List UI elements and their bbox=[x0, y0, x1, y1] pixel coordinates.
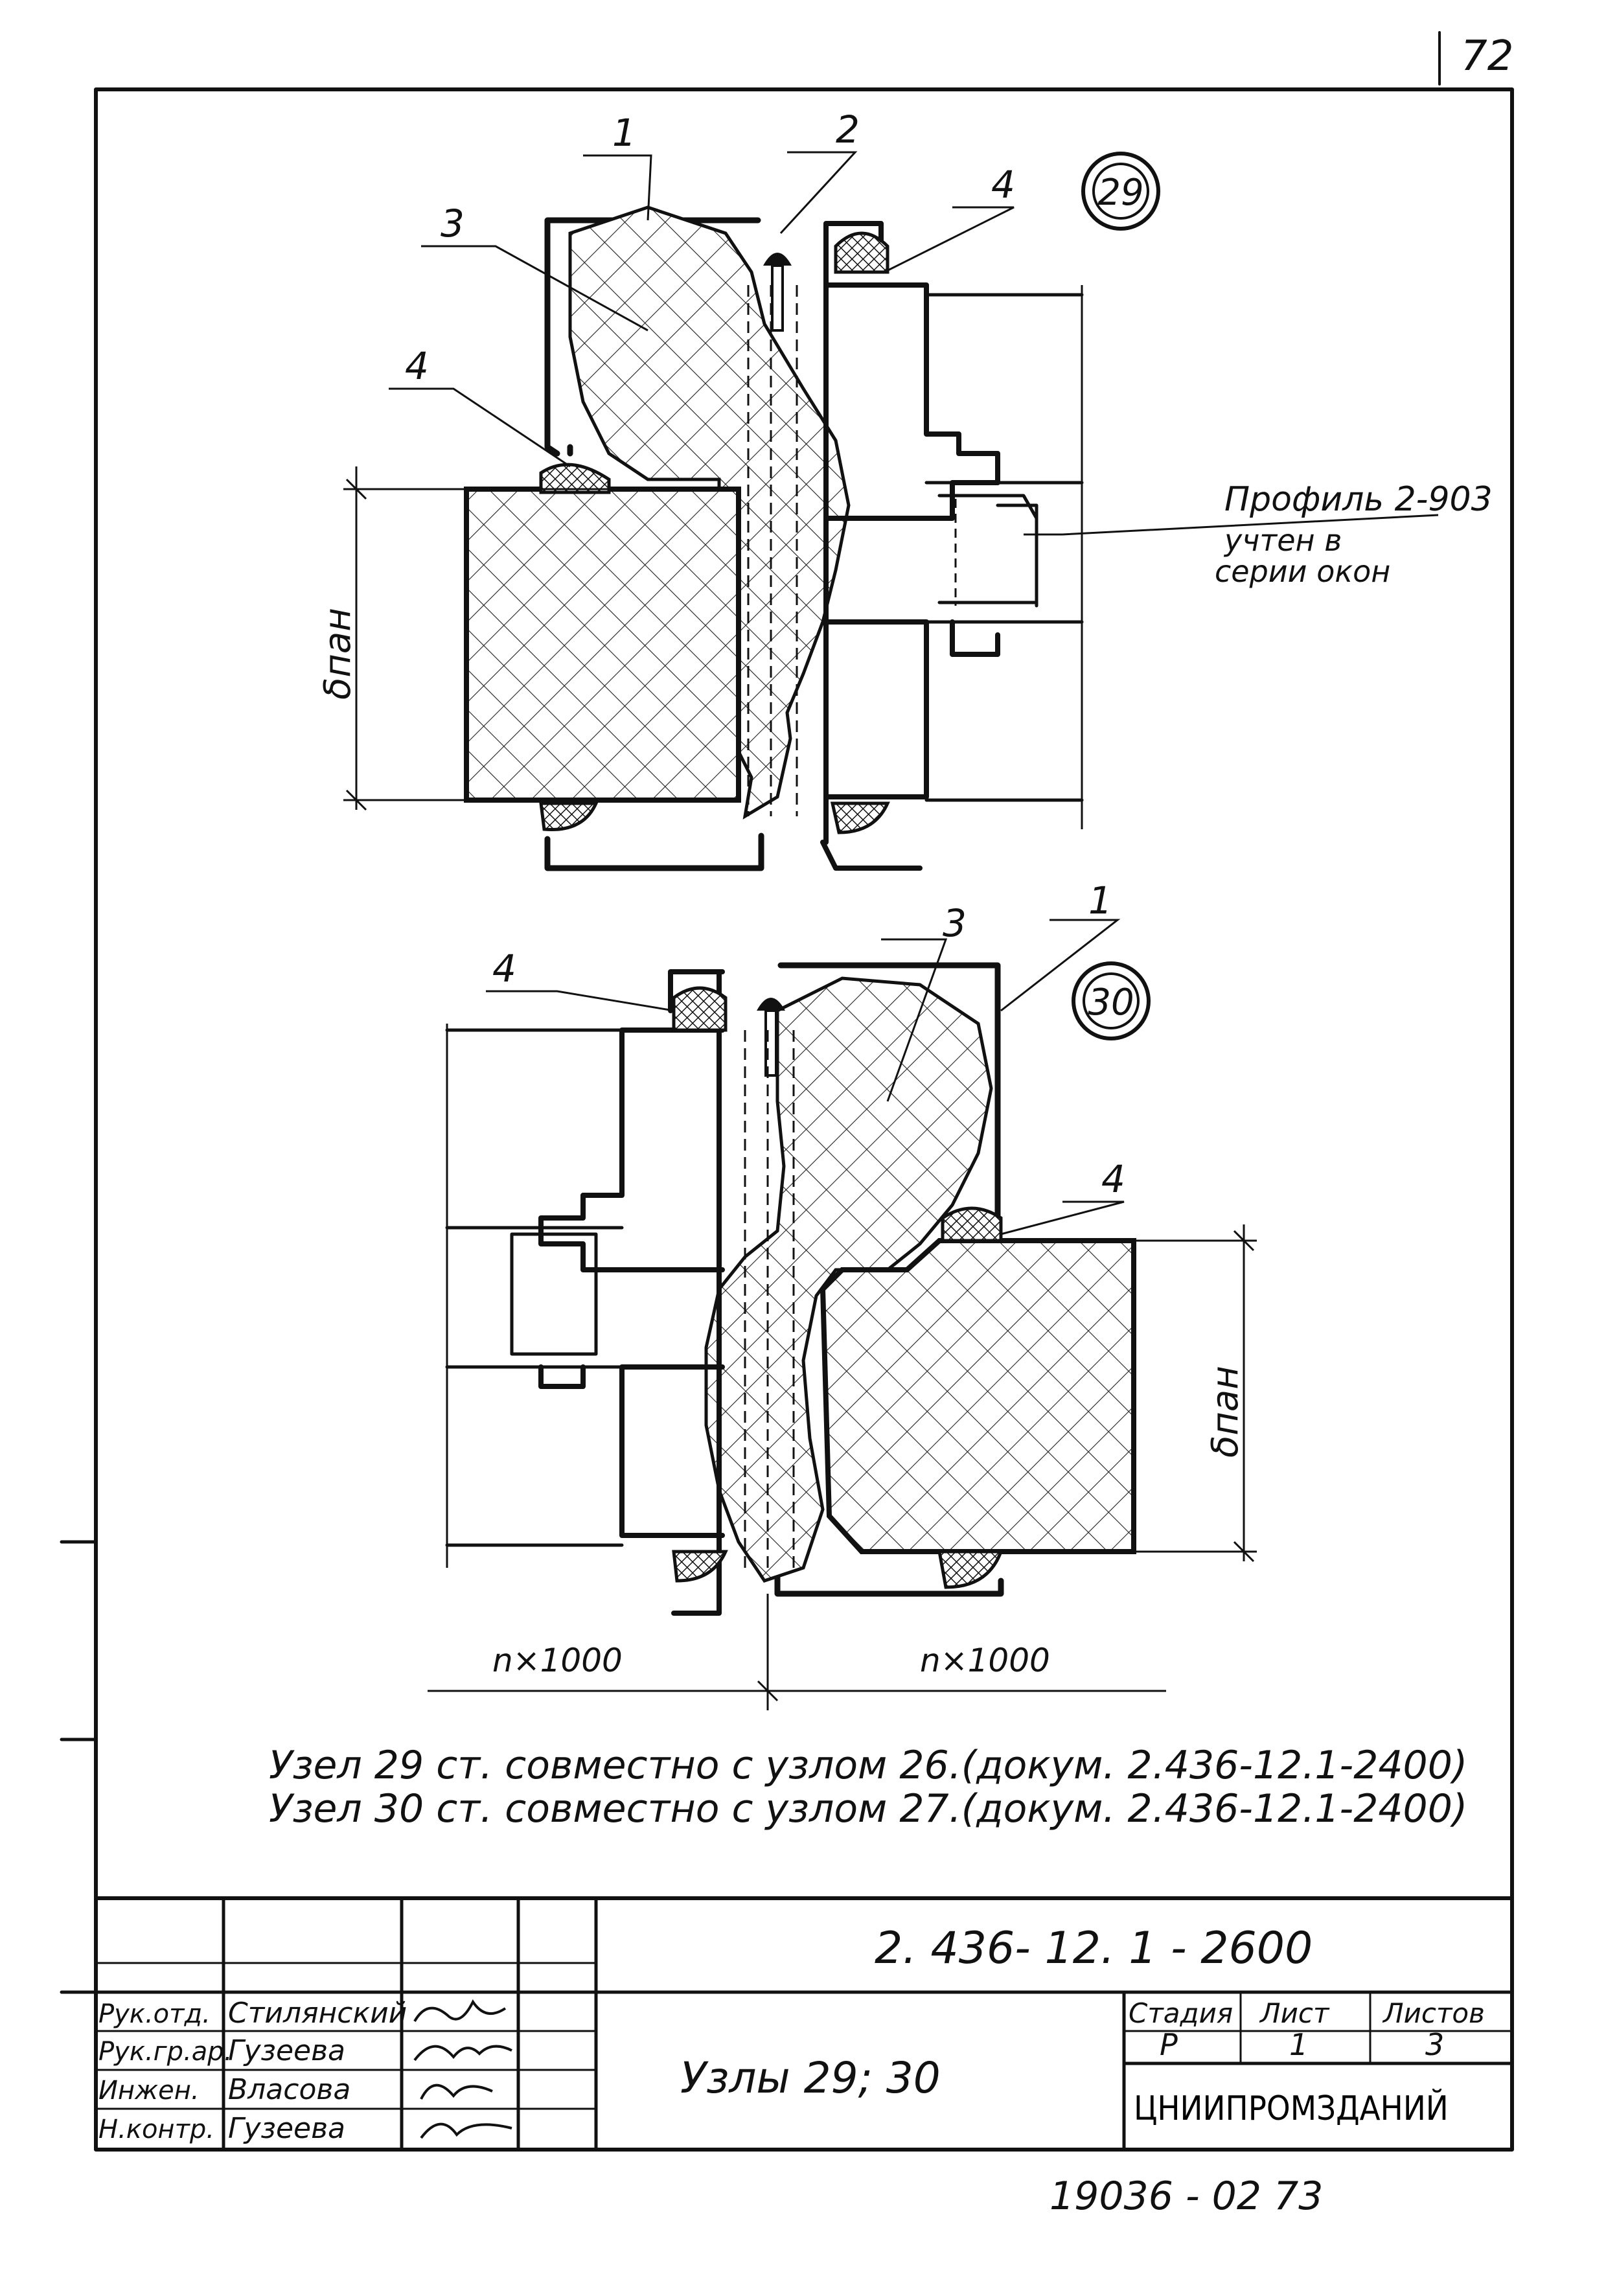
node-29-glazing bbox=[924, 293, 1084, 802]
node-30-detail: δпан n×1000 n×1000 30 3 1 4 4 bbox=[428, 878, 1257, 1710]
node-29-seam bbox=[747, 285, 798, 816]
profile-note-line-1: Профиль 2-903 bbox=[1224, 480, 1493, 519]
drawing-title: Узлы 29; 30 bbox=[680, 2053, 941, 2103]
role-1: Рук.отд. bbox=[98, 1999, 211, 2029]
node-29-seals bbox=[539, 231, 890, 834]
stage-value: Р bbox=[1160, 2027, 1178, 2062]
sheet-frame bbox=[94, 87, 1514, 2152]
svg-text:29: 29 bbox=[1097, 172, 1143, 214]
node-29-callout-3: 3 bbox=[441, 201, 465, 246]
stage-header: Стадия bbox=[1129, 1997, 1233, 2029]
node-29-detail: δпан 29 1 2 3 4 4 Профиль 2-903 учтен в … bbox=[317, 108, 1493, 871]
node-29-window-frame bbox=[820, 221, 1000, 871]
signatures bbox=[413, 1999, 512, 2139]
node-29-dimension-label: δпан bbox=[317, 608, 359, 700]
node-29-callout-4a: 4 bbox=[991, 163, 1015, 207]
page-corner: 72 bbox=[1438, 31, 1513, 86]
sheet-value: 1 bbox=[1289, 2027, 1308, 2062]
node-30-callout-3: 3 bbox=[943, 901, 967, 945]
title-block bbox=[96, 1896, 1512, 2150]
organization-name: ЦНИИПРОМЗДАНИЙ bbox=[1134, 2089, 1449, 2128]
node-30-callout-1: 1 bbox=[1088, 878, 1112, 923]
name-3: Власова bbox=[228, 2073, 350, 2106]
role-4: Н.контр. bbox=[98, 2115, 214, 2144]
binding-marks bbox=[60, 1540, 98, 1994]
node-30-seals bbox=[672, 986, 1004, 1589]
node-30-width-left: n×1000 bbox=[492, 1642, 623, 1679]
node-30-bolt bbox=[757, 998, 785, 1077]
node-30-dimension-label: δпан bbox=[1204, 1366, 1246, 1458]
node-30-glazing bbox=[445, 1028, 624, 1547]
sheets-value: 3 bbox=[1425, 2027, 1444, 2062]
svg-text:30: 30 bbox=[1088, 982, 1134, 1024]
node-29-bolt bbox=[763, 253, 792, 332]
node-30-callouts bbox=[486, 919, 1125, 1235]
node-30-window-frame bbox=[538, 969, 725, 1616]
bottom-stamp: 19036 - 02 73 bbox=[1050, 2174, 1323, 2219]
node-30-dimension bbox=[428, 1024, 1257, 1710]
sheet-header: Лист bbox=[1259, 1997, 1330, 2029]
role-3: Инжен. bbox=[98, 2076, 200, 2106]
node-29-dimension bbox=[343, 285, 1083, 829]
node-30-callout-4b: 4 bbox=[1101, 1157, 1125, 1201]
node-29-callout-1: 1 bbox=[612, 111, 636, 155]
node-29-insulation bbox=[568, 205, 851, 820]
node-29-marker: 29 bbox=[1081, 152, 1160, 231]
node-30-width-right: n×1000 bbox=[920, 1642, 1050, 1679]
note-line-1: Узел 29 ст. совместно с узлом 26.(докум.… bbox=[269, 1743, 1467, 1788]
sheets-header: Листов bbox=[1382, 1997, 1485, 2029]
node-29-panel bbox=[464, 487, 741, 803]
node-30-channel-profile bbox=[774, 962, 1004, 1597]
node-29-callout-4b: 4 bbox=[405, 344, 429, 388]
node-30-marker: 30 bbox=[1072, 961, 1151, 1040]
node-29-callout-2: 2 bbox=[836, 108, 860, 152]
node-30-panel bbox=[820, 1238, 1136, 1554]
profile-note-line-3: серии окон bbox=[1215, 554, 1390, 589]
name-1: Стилянский bbox=[228, 1997, 407, 2030]
name-2: Гузеева bbox=[228, 2034, 345, 2067]
page-number: 72 bbox=[1461, 32, 1513, 80]
role-2: Рук.гр.ар. bbox=[98, 2037, 232, 2067]
doc-code: 2. 436- 12. 1 - 2600 bbox=[875, 1923, 1313, 1974]
node-30-callout-4a: 4 bbox=[492, 947, 516, 991]
note-line-2: Узел 30 ст. совместно с узлом 27.(докум.… bbox=[269, 1786, 1467, 1831]
profile-note-line-2: учтен в bbox=[1223, 523, 1342, 558]
name-4: Гузеева bbox=[228, 2112, 345, 2145]
node-30-insulation bbox=[704, 976, 993, 1583]
node-29-callouts bbox=[389, 151, 1439, 536]
